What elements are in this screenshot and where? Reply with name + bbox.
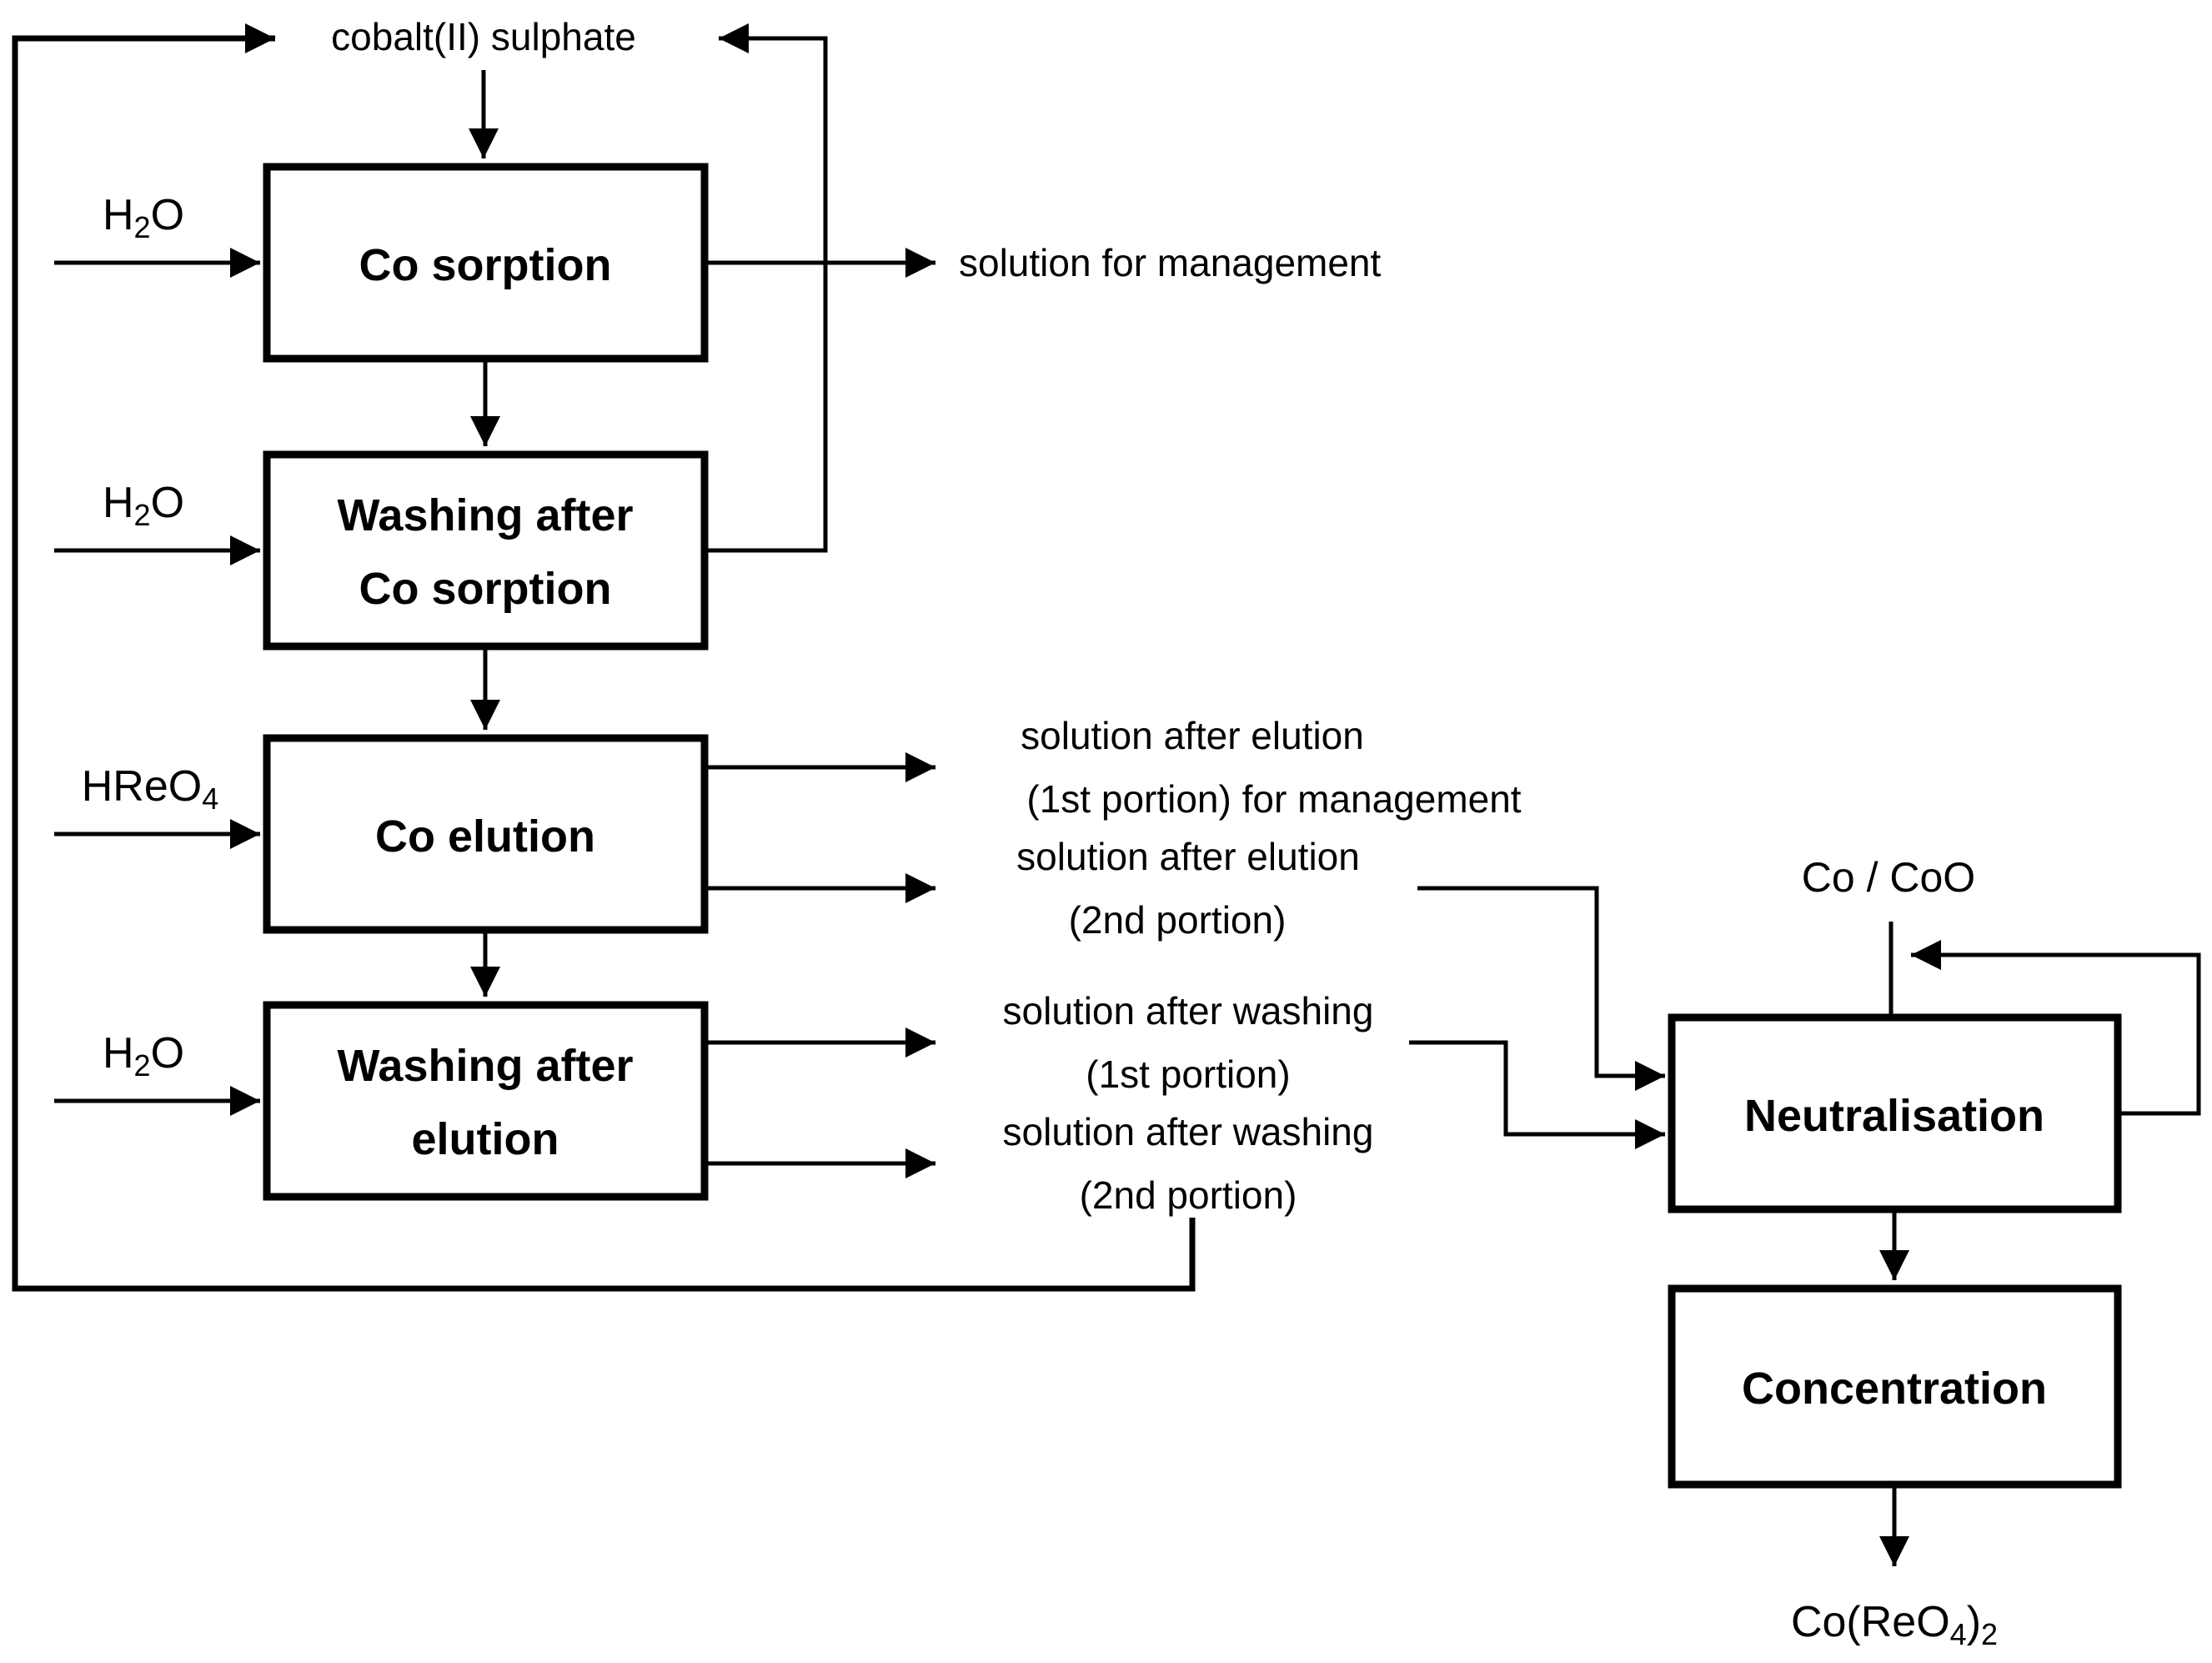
h2o-label-2: H2O [103,479,184,532]
solution-after-washing2-line1: solution after washing [1003,1110,1374,1153]
concentration-box [1668,1284,2122,1489]
co-elution-label: Co elution [375,811,595,862]
washing-after-sorption-label-line2: Co sorption [359,564,612,614]
washing-after-elution-label-line1: Washing after [337,1041,633,1091]
solution-for-management-label: solution for management [959,241,1382,284]
solution-after-elution2-line1: solution after elution [1016,835,1360,878]
arrow-loop-washing-sorption-to-feed [705,23,828,553]
neutralisation-label: Neutralisation [1744,1091,2044,1141]
solution-after-elution2-line2: (2nd portion) [1069,898,1287,942]
arrow-elution2-to-neutralisation [1417,886,1665,1091]
solution-after-elution1-line2: (1st portion) for management [1026,777,1521,821]
arrow-recycle-washing2-to-feed [12,23,1196,1292]
concentration-label: Concentration [1742,1364,2047,1414]
hreo4-label: HReO4 [82,762,219,816]
solution-after-washing2-line2: (2nd portion) [1080,1173,1297,1217]
product-label: Co(ReO4)2 [1791,1598,1998,1651]
solution-after-washing1-line1: solution after washing [1003,989,1374,1032]
washing-after-elution-box [263,1001,709,1201]
co-elution-box [263,734,709,934]
washing-after-elution-label-line2: elution [412,1114,559,1164]
h2o-label-1: H2O [103,191,184,244]
co-sorption-label: Co sorption [359,240,612,290]
arrow-washing1-to-neutralisation [1409,1040,1665,1149]
co-sorption-box [263,163,709,363]
arrow-neutralisation-feedback [1911,940,2201,1116]
feed-label: cobalt(II) sulphate [331,15,636,58]
washing-after-sorption-label-line1: Washing after [337,490,633,540]
washing-after-sorption-box [263,450,709,651]
solution-after-washing1-line2: (1st portion) [1086,1053,1290,1096]
co-coo-label: Co / CoO [1802,854,1975,901]
solution-after-elution1-line1: solution after elution [1021,714,1364,757]
h2o-label-3: H2O [103,1029,184,1083]
neutralisation-box [1668,1013,2122,1213]
